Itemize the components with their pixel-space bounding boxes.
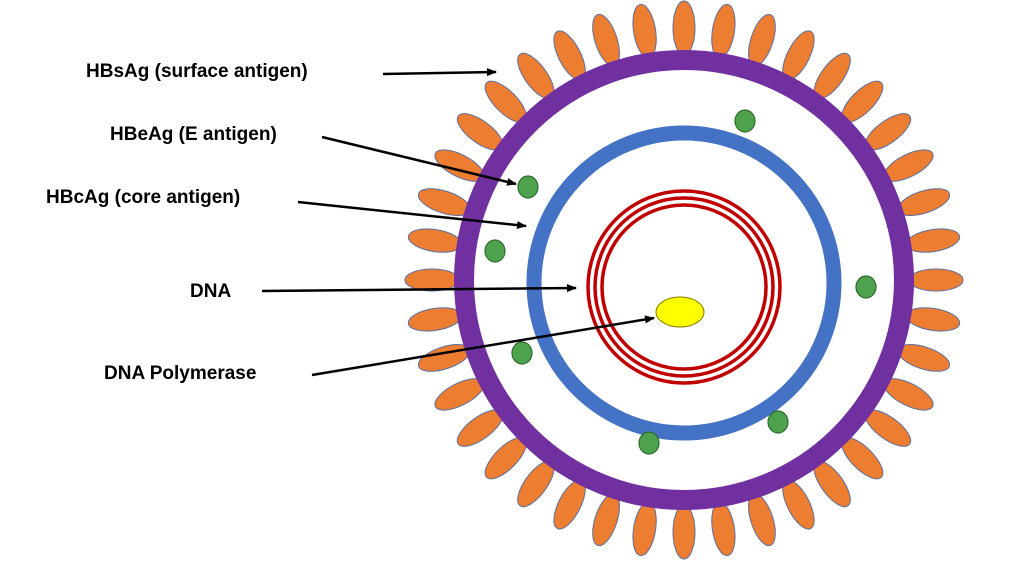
arrow-dna-polymerase [311, 315, 655, 377]
arrow-dna [261, 284, 577, 293]
e-antigen-particles [484, 109, 877, 455]
surface-antigen-spikes [404, 0, 964, 560]
surface-spike [407, 228, 463, 253]
dna-ring-middle [593, 196, 775, 378]
surface-spike [905, 307, 961, 332]
e-antigen-particle [767, 410, 789, 434]
arrow-hbcag [297, 200, 527, 230]
e-antigen-particle [484, 239, 506, 263]
surface-spike [908, 268, 964, 292]
label-arrows [261, 68, 655, 377]
dna-ring-inner [600, 203, 768, 371]
dna-rings [586, 189, 782, 385]
surface-spike [632, 501, 657, 557]
label-dna-polymerase: DNA Polymerase [104, 363, 257, 384]
label-hbeag: HBeAg (E antigen) [110, 124, 277, 145]
e-antigen-particle [734, 109, 756, 133]
e-antigen-particle [638, 431, 660, 455]
e-antigen-particle [511, 341, 533, 365]
e-antigen-particle [517, 175, 539, 199]
e-antigen-particle [855, 275, 877, 299]
surface-spike [711, 3, 736, 59]
arrow-hbsag [382, 68, 497, 77]
surface-spike [672, 504, 696, 560]
label-dna: DNA [190, 281, 232, 302]
surface-spike [672, 0, 696, 56]
surface-spike [905, 228, 961, 253]
core-capsid [526, 125, 842, 441]
dna-polymerase [655, 296, 705, 328]
surface-spike [407, 307, 463, 332]
label-hbsag: HBsAg (surface antigen) [86, 61, 308, 82]
surface-spike [404, 268, 460, 292]
viral-envelope [454, 50, 914, 510]
surface-spike [711, 501, 736, 557]
surface-spike [632, 3, 657, 59]
label-hbcag: HBcAg (core antigen) [46, 187, 241, 208]
dna-ring-outer [586, 189, 782, 385]
arrow-hbeag [321, 135, 517, 186]
